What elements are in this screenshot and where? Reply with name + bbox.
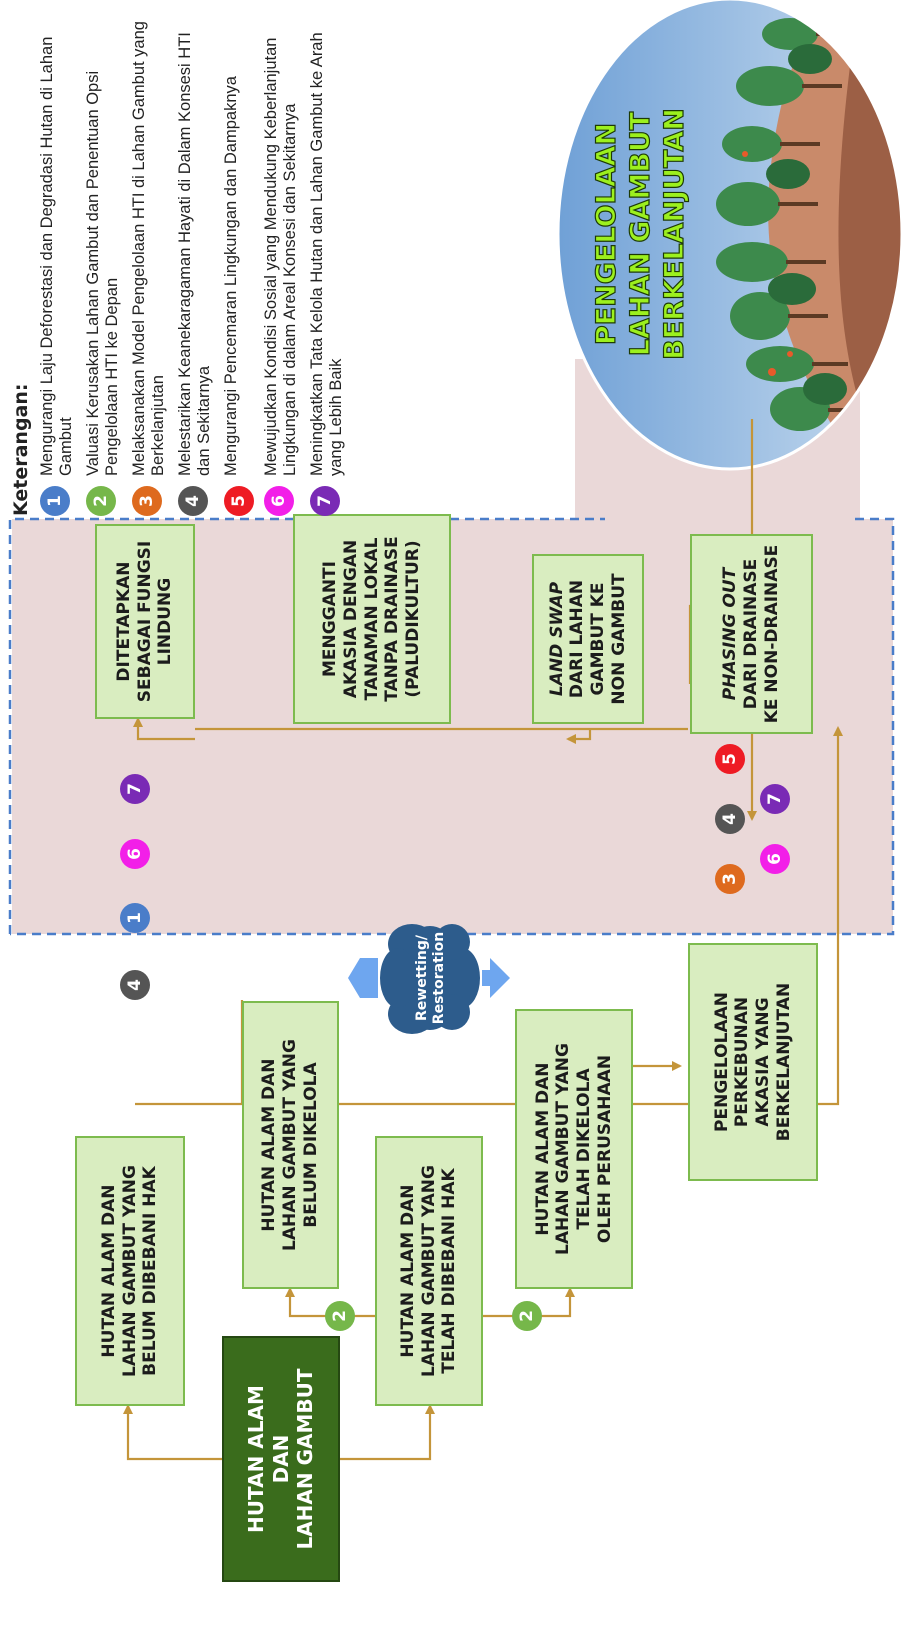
legend-badge-6: 6	[263, 486, 294, 516]
badge-6-lower: 6	[760, 844, 790, 874]
legend-item-7: 7 Meningkatkan Tata Kelola Hutan dan Lah…	[308, 6, 346, 516]
legend-badge-4: 4	[177, 486, 208, 516]
legend-item-2: 2 Valuasi Kerusakan Lahan Gambut dan Pen…	[84, 6, 122, 516]
badge-5-lower: 5	[715, 744, 745, 774]
legend-badge-3: 3	[131, 486, 162, 516]
badge-2-lower: 2	[512, 1301, 542, 1331]
legend-text-1: Mengurangi Laju Deforestasi dan Degradas…	[38, 36, 75, 476]
legend-text-6: Mewujudkan Kondisi Sosial yang Mendukung…	[261, 37, 299, 476]
badge-1-main: 1	[120, 903, 150, 933]
badge-4-lower: 4	[715, 804, 745, 834]
legend-text-3: Melaksanakan Model Pengelolaan HTI di La…	[129, 21, 167, 476]
legend-item-1: 1 Mengurangi Laju Deforestasi dan Degrad…	[38, 6, 76, 516]
legend-item-5: 5 Mengurangi Pencemaran Lingkungan dan D…	[222, 6, 254, 516]
double-arrow-icon-bottom	[482, 958, 510, 998]
double-arrow-icon	[350, 958, 378, 998]
legend-title: Keterangan:	[10, 383, 32, 516]
legend: Keterangan: 1 Mengurangi Laju Deforestas…	[10, 6, 354, 516]
badge-7-main: 7	[120, 774, 150, 804]
legend-badge-7: 7	[309, 486, 340, 516]
legend-badge-2: 2	[85, 486, 116, 516]
legend-item-6: 6 Mewujudkan Kondisi Sosial yang Menduku…	[262, 6, 300, 516]
badge-6-main: 6	[120, 839, 150, 869]
legend-badge-5: 5	[223, 486, 254, 516]
badge-2-upper: 2	[325, 1301, 355, 1331]
legend-text-4: Melestarikan Keanekaragaman Hayati di Da…	[175, 32, 213, 476]
cloud-label: Rewetting/ Restoration	[413, 931, 448, 1025]
badge-3-lower: 3	[715, 864, 745, 894]
badge-4-main: 4	[120, 970, 150, 1000]
legend-text-5: Mengurangi Pencemaran Lingkungan dan Dam…	[221, 76, 240, 476]
legend-item-3: 3 Melaksanakan Model Pengelolaan HTI di …	[130, 6, 168, 516]
cloud-shape	[380, 924, 480, 1034]
legend-text-2: Valuasi Kerusakan Lahan Gambut dan Penen…	[83, 70, 121, 476]
legend-badge-1: 1	[40, 486, 70, 516]
legend-item-4: 4 Melestarikan Keanekaragaman Hayati di …	[176, 6, 214, 516]
legend-text-7: Meningkatkan Tata Kelola Hutan dan Lahan…	[307, 32, 345, 476]
badge-7-lower: 7	[760, 784, 790, 814]
